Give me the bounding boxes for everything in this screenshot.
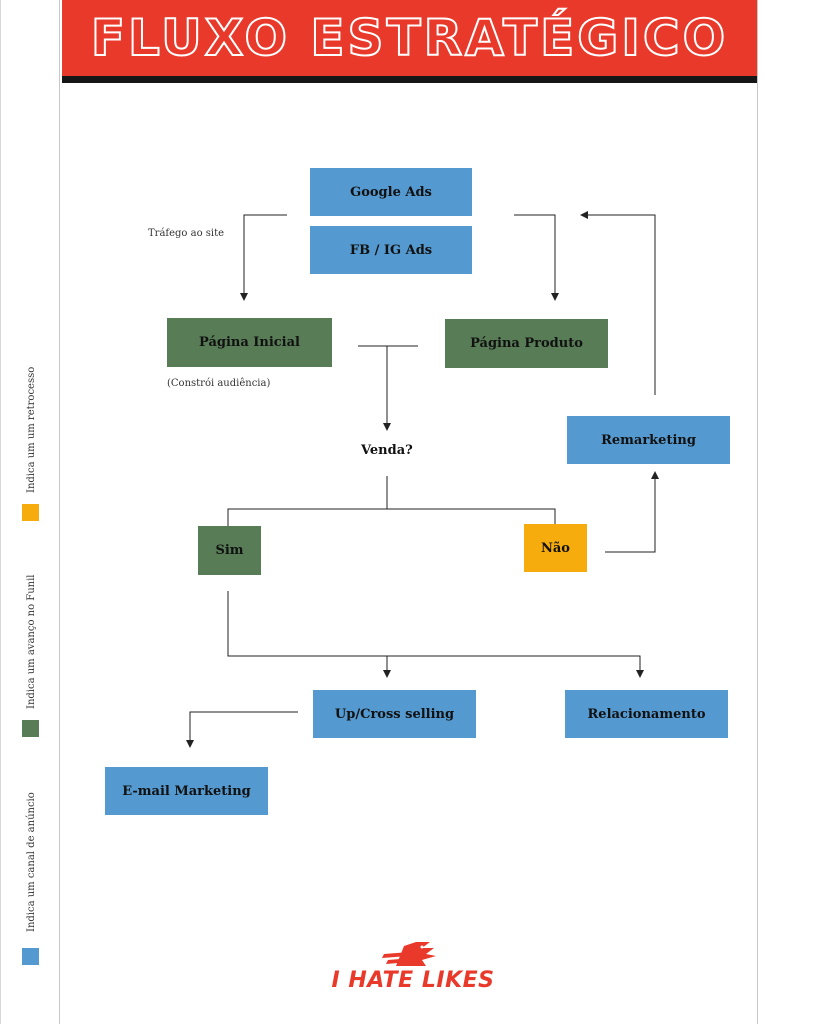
node-pagina-inicial: Página Inicial (167, 318, 332, 367)
node-email-marketing-label: E-mail Marketing (122, 783, 251, 799)
node-google-ads: Google Ads (310, 168, 472, 216)
annotation-constroi: (Constrói audiência) (167, 378, 271, 389)
node-nao: Não (524, 524, 587, 572)
node-pagina-produto: Página Produto (445, 319, 608, 368)
connector-upcross-to-email (186, 711, 298, 748)
connector-venda-branch (227, 476, 556, 526)
node-nao-label: Não (541, 540, 570, 556)
legend-square-canal (22, 948, 39, 965)
connector-paginas-to-venda (358, 345, 418, 427)
dragon-logo-icon (382, 942, 436, 966)
legend-square-retrocesso (22, 504, 39, 521)
node-remarketing-label: Remarketing (601, 432, 696, 448)
node-up-cross-selling: Up/Cross selling (313, 690, 476, 738)
header-banner: FLUXO ESTRATÉGICO (62, 0, 757, 76)
node-sim-label: Sim (215, 543, 244, 558)
node-google-ads-label: Google Ads (350, 184, 432, 200)
connector-nao-to-remarketing (605, 471, 659, 553)
legend-square-avanco (22, 720, 39, 737)
node-fb-ig-ads-label: FB / IG Ads (349, 242, 433, 258)
right-margin (757, 0, 819, 1024)
brand-logo-text: I HATE LIKES (331, 968, 495, 993)
header-divider (62, 76, 757, 83)
node-fb-ig-ads: FB / IG Ads (310, 226, 472, 274)
node-remarketing: Remarketing (567, 416, 730, 464)
node-pagina-produto-label: Página Produto (470, 336, 583, 351)
node-relacionamento-label: Relacionamento (587, 706, 706, 722)
legend-label-avanco: Indica um avanço no Funil (26, 574, 37, 709)
legend-label-canal: Indica um canal de anúncio (26, 792, 37, 932)
page-title: FLUXO ESTRATÉGICO (90, 8, 729, 68)
brand-logo: I HATE LIKES (318, 940, 508, 996)
annotation-trafego: Tráfego ao site (148, 228, 225, 239)
node-pagina-inicial-label: Página Inicial (199, 335, 300, 350)
decision-venda: Venda? (361, 443, 413, 458)
node-up-cross-label: Up/Cross selling (334, 706, 455, 722)
legend-label-retrocesso: Indica um um retrocesso (26, 366, 37, 493)
node-email-marketing: E-mail Marketing (105, 767, 268, 815)
connector-ads-to-pagina-produto (514, 214, 559, 301)
connector-sim-to-upcross (227, 591, 391, 678)
node-relacionamento: Relacionamento (565, 690, 728, 738)
connector-remarketing-to-ads (580, 211, 656, 395)
connector-sim-to-relacionamento (387, 655, 644, 678)
node-sim: Sim (198, 526, 261, 575)
connector-ads-to-pagina-inicial (240, 214, 287, 301)
